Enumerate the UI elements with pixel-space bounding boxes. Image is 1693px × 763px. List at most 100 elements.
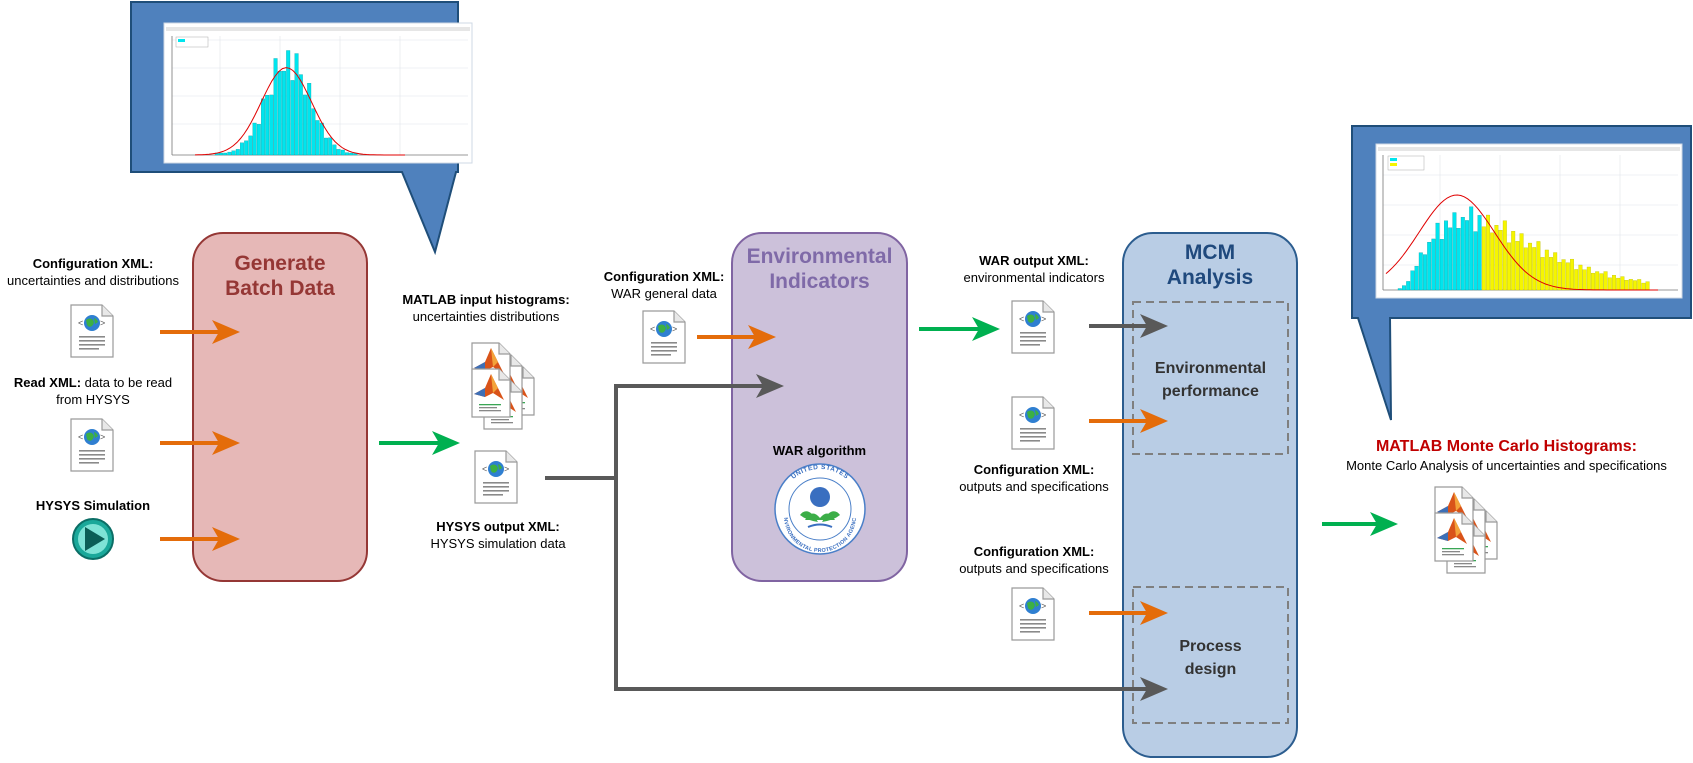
war-output-xml-label: WAR output XML: environmental indicators [945, 252, 1123, 286]
histogram-bar [277, 71, 282, 156]
generate-title-line2: Batch Data [225, 277, 335, 300]
histogram-bar [332, 144, 337, 156]
histogram-bar [1557, 262, 1562, 291]
mcm-analysis-title: MCM Analysis [1123, 240, 1297, 290]
config-xml-rest: uncertainties and distributions [7, 273, 179, 288]
histogram-bar [1519, 233, 1524, 291]
war-config-xml-label: Configuration XML: WAR general data [596, 268, 732, 302]
histogram-bar [227, 151, 232, 156]
histogram-bar [1574, 269, 1579, 291]
histogram-bar [273, 58, 278, 156]
hysys-simulation-label: HYSYS Simulation [0, 497, 186, 514]
histogram-bar [1616, 277, 1621, 291]
histogram-bar [1595, 271, 1600, 291]
histogram-bar [294, 53, 299, 156]
histogram-bar [336, 149, 341, 156]
histogram-bar [1452, 212, 1457, 291]
histogram-bar [311, 108, 316, 156]
design-line1: Process [1179, 638, 1242, 655]
process-design-label: Process design [1133, 635, 1288, 681]
green-arrowheads [432, 317, 1398, 536]
xml-document-icon [1011, 300, 1055, 354]
hysys-out-rest: HYSYS simulation data [430, 536, 566, 551]
matlab-input-histograms-label: MATLAB input histograms: uncertainties d… [386, 291, 586, 325]
histogram-bar [1544, 249, 1549, 291]
histogram-bar [248, 135, 253, 156]
env-title-line2: Indicators [769, 270, 870, 293]
histogram-bar [219, 152, 223, 156]
histogram-bar [1418, 252, 1423, 291]
histogram-bar [1532, 247, 1537, 291]
histogram-bar [1469, 206, 1474, 291]
histogram-bar [1477, 215, 1482, 291]
mc-hist-bold: MATLAB Monte Carlo Histograms: [1375, 438, 1638, 455]
histogram-bar [1624, 280, 1629, 291]
hysys-to-process-design-connector [545, 476, 1156, 691]
input-histogram-callout [130, 1, 473, 256]
histogram-bar [1637, 279, 1642, 291]
config-xml-outputs-label-2: Configuration XML: outputs and specifica… [945, 543, 1123, 577]
hysys-out-bold: HYSYS output XML: [436, 519, 560, 534]
hysys-output-xml-label: HYSYS output XML: HYSYS simulation data [408, 518, 588, 552]
war-out-bold: WAR output XML: [979, 253, 1089, 268]
mcm-title-line2: Analysis [1166, 266, 1254, 289]
histogram-bar [1561, 259, 1566, 291]
war-config-bold: Configuration XML: [603, 269, 725, 284]
histogram-bar [1431, 238, 1436, 291]
config-out1-bold: Configuration XML: [973, 462, 1095, 477]
histogram-bar [319, 122, 324, 156]
histogram-bar [286, 50, 291, 156]
histogram-bar [256, 124, 261, 156]
histogram-bar [1633, 280, 1637, 291]
generate-batch-data-box [192, 232, 368, 582]
config-out2-bold: Configuration XML: [973, 544, 1095, 559]
histogram-bar [303, 94, 307, 156]
histogram-bar [1582, 269, 1587, 291]
env-title-line1: Environmental [746, 245, 893, 268]
histogram-bar [1456, 228, 1461, 291]
hysys-sim-bold: HYSYS Simulation [35, 498, 151, 513]
histogram-bar [1397, 288, 1402, 291]
hysys-play-icon [72, 518, 114, 560]
histogram-bar [1498, 230, 1503, 291]
xml-document-icon [642, 310, 686, 364]
read-xml-rest1: data to be read [81, 375, 173, 390]
histogram-bar [349, 152, 354, 156]
histogram-bar [1473, 231, 1478, 291]
xml-document-icon [70, 304, 114, 358]
histogram-bar [1502, 220, 1507, 291]
histogram-bar [223, 152, 228, 156]
histogram-bar [290, 80, 295, 156]
config-xml-bold: Configuration XML: [32, 256, 154, 271]
histogram-bar [1406, 281, 1411, 291]
histogram-bar [345, 152, 349, 156]
histogram-bar [1444, 220, 1448, 291]
xml-document-icon [1011, 587, 1055, 641]
histogram-bar [1549, 257, 1553, 291]
read-xml-bold: Read XML: [13, 375, 82, 390]
monte-carlo-histogram-callout [1351, 125, 1692, 421]
histogram-bar [315, 120, 320, 156]
histogram-bar [282, 70, 286, 156]
histogram-bar [1427, 241, 1432, 291]
histogram-bar [1553, 252, 1558, 291]
mcm-analysis-box [1122, 232, 1298, 758]
histogram-bar [1439, 239, 1444, 291]
histogram-bar [1486, 214, 1490, 291]
histogram-bar [1494, 225, 1499, 291]
histogram-bar [1570, 258, 1574, 291]
environmental-performance-label: Environmental performance [1133, 357, 1288, 403]
performance-line2: performance [1162, 383, 1259, 400]
histogram-bar [1540, 257, 1545, 291]
generate-title-line1: Generate [234, 252, 326, 275]
hysys-to-war-connector [614, 384, 772, 478]
histogram-bar [231, 150, 236, 156]
histogram-bar [1591, 272, 1595, 291]
matlab-monte-carlo-histograms-label: MATLAB Monte Carlo Histograms: Monte Car… [1320, 437, 1693, 474]
read-xml-label: Read XML: data to be read from HYSYS [0, 374, 186, 408]
histogram-bar [1410, 270, 1415, 291]
config-xml-uncertainties-label: Configuration XML: uncertainties and dis… [0, 255, 186, 289]
histogram-bar [240, 142, 244, 156]
xml-document-icon [474, 450, 518, 504]
orange-arrowheads [212, 320, 1168, 625]
